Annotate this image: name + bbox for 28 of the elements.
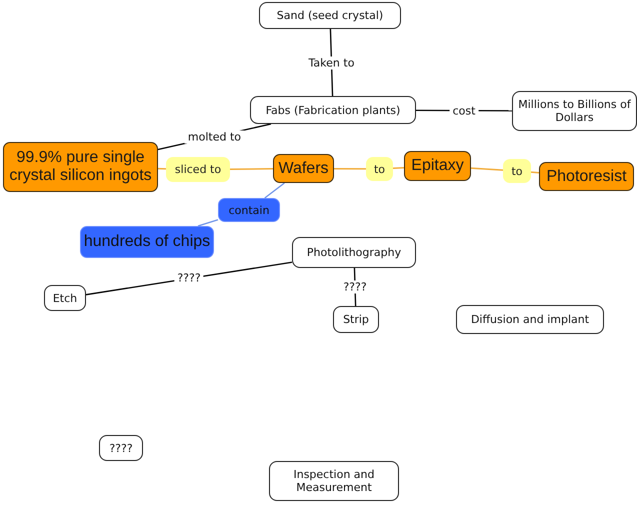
edge-label: molted to [184, 130, 244, 144]
connector-line [392, 166, 404, 170]
concept-box: hundreds of chips [80, 226, 214, 258]
concept-box: Diffusion and implant [456, 305, 604, 334]
concept-box: contain [218, 198, 280, 222]
connector-line [230, 168, 273, 170]
concept-box: Sand (seed crystal) [259, 2, 401, 29]
concept-box: Photolithography [292, 237, 416, 268]
linking-phrase: to [366, 157, 393, 181]
connector-line [334, 168, 366, 170]
concept-box: Etch [44, 285, 86, 311]
connector-line [264, 182, 285, 199]
concept-box: Fabs (Fabrication plants) [250, 96, 416, 124]
connector-line [530, 171, 540, 174]
concept-box: 99.9% pure single crystal silicon ingots [3, 142, 158, 192]
linking-phrase: to [503, 159, 531, 183]
concept-box: Photoresist [539, 162, 634, 191]
linking-phrase: sliced to [166, 157, 230, 182]
connector-line [198, 219, 218, 227]
edge-label: cost [450, 104, 478, 118]
concept-box: Epitaxy [404, 151, 471, 181]
connector-line [158, 168, 166, 170]
concept-box: Millions to Billions of Dollars [512, 91, 637, 131]
connector-line [470, 167, 504, 171]
concept-box: Wafers [273, 154, 334, 183]
concept-box: Inspection and Measurement [269, 461, 399, 501]
concept-box: ???? [99, 435, 143, 461]
concept-box: Strip [333, 306, 379, 333]
